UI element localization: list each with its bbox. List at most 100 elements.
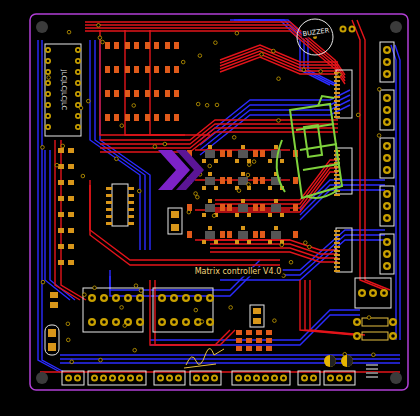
copper-pad bbox=[220, 204, 225, 211]
bottom-copper-trace bbox=[100, 40, 150, 250]
top-copper-trace bbox=[40, 20, 400, 372]
copper-pad bbox=[362, 318, 388, 326]
copper-pad bbox=[244, 375, 251, 382]
copper-pad bbox=[264, 376, 267, 379]
bottom-copper-trace bbox=[150, 315, 360, 345]
copper-pad bbox=[353, 318, 361, 326]
silkscreen-outline bbox=[153, 288, 213, 332]
copper-pad bbox=[196, 320, 200, 324]
copper-pad bbox=[341, 27, 344, 30]
copper-pad bbox=[68, 180, 74, 185]
buzzer-outline bbox=[297, 19, 333, 55]
copper-pad bbox=[336, 375, 343, 382]
copper-pad bbox=[76, 376, 79, 379]
copper-pad bbox=[238, 204, 248, 212]
copper-pad bbox=[246, 346, 252, 351]
copper-pad bbox=[253, 231, 258, 238]
copper-pad bbox=[334, 116, 340, 118]
copper-pad bbox=[274, 226, 278, 230]
copper-pad bbox=[334, 234, 340, 236]
bottom-copper-trace bbox=[95, 40, 145, 250]
copper-pad bbox=[106, 215, 112, 218]
copper-pad bbox=[47, 49, 50, 52]
copper-pad bbox=[235, 240, 239, 244]
copper-pad bbox=[334, 174, 340, 176]
via bbox=[139, 289, 143, 293]
copper-pad bbox=[171, 211, 179, 218]
via bbox=[66, 322, 70, 326]
via bbox=[181, 60, 185, 64]
copper-pad bbox=[100, 375, 107, 382]
via bbox=[272, 49, 276, 53]
copper-pad bbox=[241, 199, 245, 203]
copper-pad bbox=[75, 69, 81, 75]
copper-pad bbox=[177, 376, 180, 379]
copper-pad bbox=[91, 375, 98, 382]
via bbox=[132, 104, 136, 108]
top-copper-trace bbox=[100, 30, 160, 135]
copper-pad bbox=[383, 58, 391, 66]
copper-pad bbox=[128, 201, 134, 204]
copper-pad bbox=[50, 292, 58, 298]
silkscreen-outline bbox=[154, 371, 185, 385]
copper-pad bbox=[280, 159, 284, 163]
copper-pad bbox=[93, 376, 96, 379]
copper-pad bbox=[125, 90, 130, 97]
copper-pad bbox=[75, 58, 81, 64]
copper-pad bbox=[260, 204, 265, 211]
copper-pad bbox=[329, 376, 332, 379]
via bbox=[99, 358, 103, 362]
electrolytic-capacitor bbox=[324, 355, 336, 367]
copper-pad bbox=[385, 156, 389, 160]
via bbox=[277, 119, 281, 123]
via bbox=[120, 124, 124, 128]
copper-pad bbox=[355, 334, 359, 338]
via bbox=[372, 353, 376, 357]
via bbox=[212, 214, 216, 218]
silkscreen-outline bbox=[232, 371, 290, 385]
copper-pad bbox=[334, 96, 340, 98]
copper-pad bbox=[174, 42, 179, 49]
copper-pad bbox=[102, 296, 106, 300]
copper-pad bbox=[247, 240, 251, 244]
via bbox=[70, 360, 74, 364]
silkscreen-outline bbox=[45, 42, 394, 385]
copper-pad bbox=[310, 375, 317, 382]
copper-pad bbox=[68, 260, 74, 265]
copper-pad bbox=[334, 270, 340, 272]
copper-pad bbox=[246, 330, 252, 335]
copper-pad bbox=[385, 240, 389, 244]
copper-pad bbox=[362, 332, 388, 340]
copper-pad bbox=[371, 291, 375, 295]
copper-pad bbox=[136, 294, 144, 302]
copper-pad bbox=[112, 318, 120, 326]
copper-pad bbox=[202, 375, 209, 382]
copper-pad bbox=[105, 114, 110, 121]
via bbox=[252, 160, 256, 164]
copper-pad bbox=[349, 26, 356, 33]
oshw-logo bbox=[366, 376, 378, 378]
via bbox=[289, 260, 293, 264]
via bbox=[81, 174, 85, 178]
via bbox=[229, 306, 233, 310]
via bbox=[304, 241, 308, 245]
copper-pad bbox=[77, 115, 80, 118]
copper-pad bbox=[334, 258, 340, 260]
copper-pad bbox=[227, 150, 232, 157]
copper-pad bbox=[334, 112, 340, 114]
top-copper-trace bbox=[61, 140, 86, 300]
silkscreen-outline bbox=[62, 371, 84, 385]
copper-pad bbox=[293, 231, 298, 238]
copper-pad bbox=[383, 238, 391, 246]
copper-pad bbox=[154, 114, 159, 121]
copper-pad bbox=[334, 100, 340, 102]
copper-pad bbox=[125, 42, 130, 49]
copper-pad bbox=[347, 376, 350, 379]
top-copper-trace bbox=[125, 30, 185, 135]
copper-pad bbox=[77, 104, 80, 107]
copper-pad bbox=[47, 115, 50, 118]
copper-pad bbox=[77, 82, 80, 85]
copper-pad bbox=[385, 252, 389, 256]
copper-pad bbox=[105, 90, 110, 97]
